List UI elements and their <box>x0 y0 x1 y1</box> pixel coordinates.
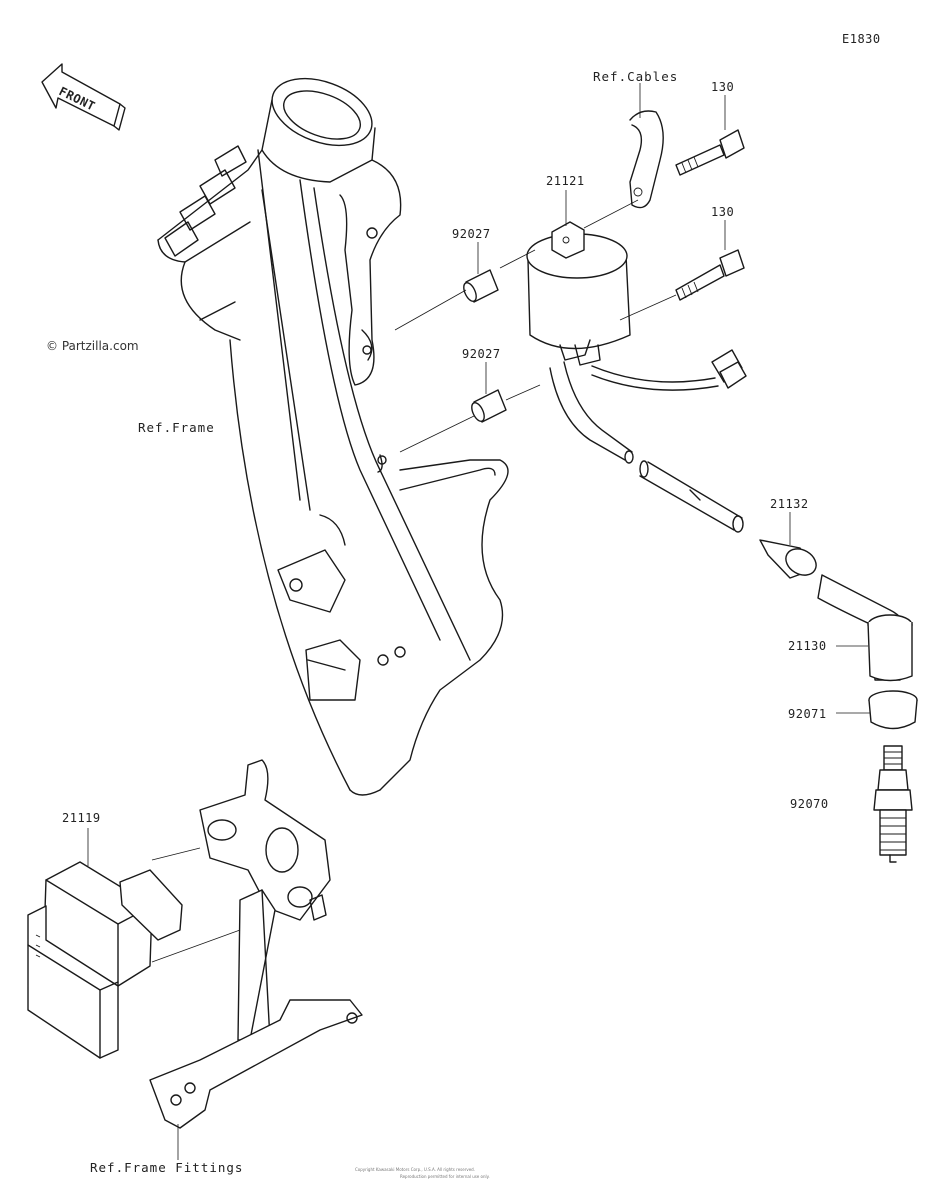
plug-cap <box>817 574 913 682</box>
ref-cables-label: Ref.Cables <box>593 69 678 84</box>
ref-frame-label: Ref.Frame <box>138 420 215 435</box>
ignition-coil <box>526 221 747 533</box>
part-number-seal-21132: 21132 <box>770 497 809 511</box>
part-number-plug-cap: 21130 <box>788 639 827 653</box>
seal-92071 <box>868 690 918 730</box>
ref-frame-fittings-label: Ref.Frame Fittings <box>90 1160 243 1175</box>
part-number-bolt-upper: 130 <box>711 80 734 94</box>
part-number-spark-plug: 92070 <box>790 797 829 811</box>
leader-lines <box>87 83 870 1160</box>
part-number-bolt-lower: 130 <box>711 205 734 219</box>
collar-upper <box>463 269 499 303</box>
part-number-collar-upper: 92027 <box>452 227 491 241</box>
part-number-seal-92071: 92071 <box>788 707 827 721</box>
part-number-ignition-coil: 21121 <box>546 174 585 188</box>
spark-plug <box>873 745 913 863</box>
front-arrow-icon: FRONT <box>41 63 126 131</box>
part-number-igniter: 21119 <box>62 811 101 825</box>
part-number-collar-lower: 92027 <box>462 347 501 361</box>
copyright-line-1: Copyright Kawasaki Motors Corp., U.S.A. … <box>355 1167 475 1172</box>
bolt-upper <box>675 129 745 176</box>
frame-drawing <box>157 77 509 796</box>
igniter <box>27 861 183 1059</box>
frame-fittings <box>149 759 363 1129</box>
cable-clamp <box>629 110 664 209</box>
seal-21132 <box>759 539 817 579</box>
collar-lower <box>471 389 507 423</box>
watermark: © Partzilla.com <box>46 339 139 353</box>
diagram-code: E1830 <box>842 32 881 46</box>
bolt-lower <box>675 249 745 301</box>
copyright-line-2: Reproduction permitted for internal use … <box>400 1174 490 1179</box>
